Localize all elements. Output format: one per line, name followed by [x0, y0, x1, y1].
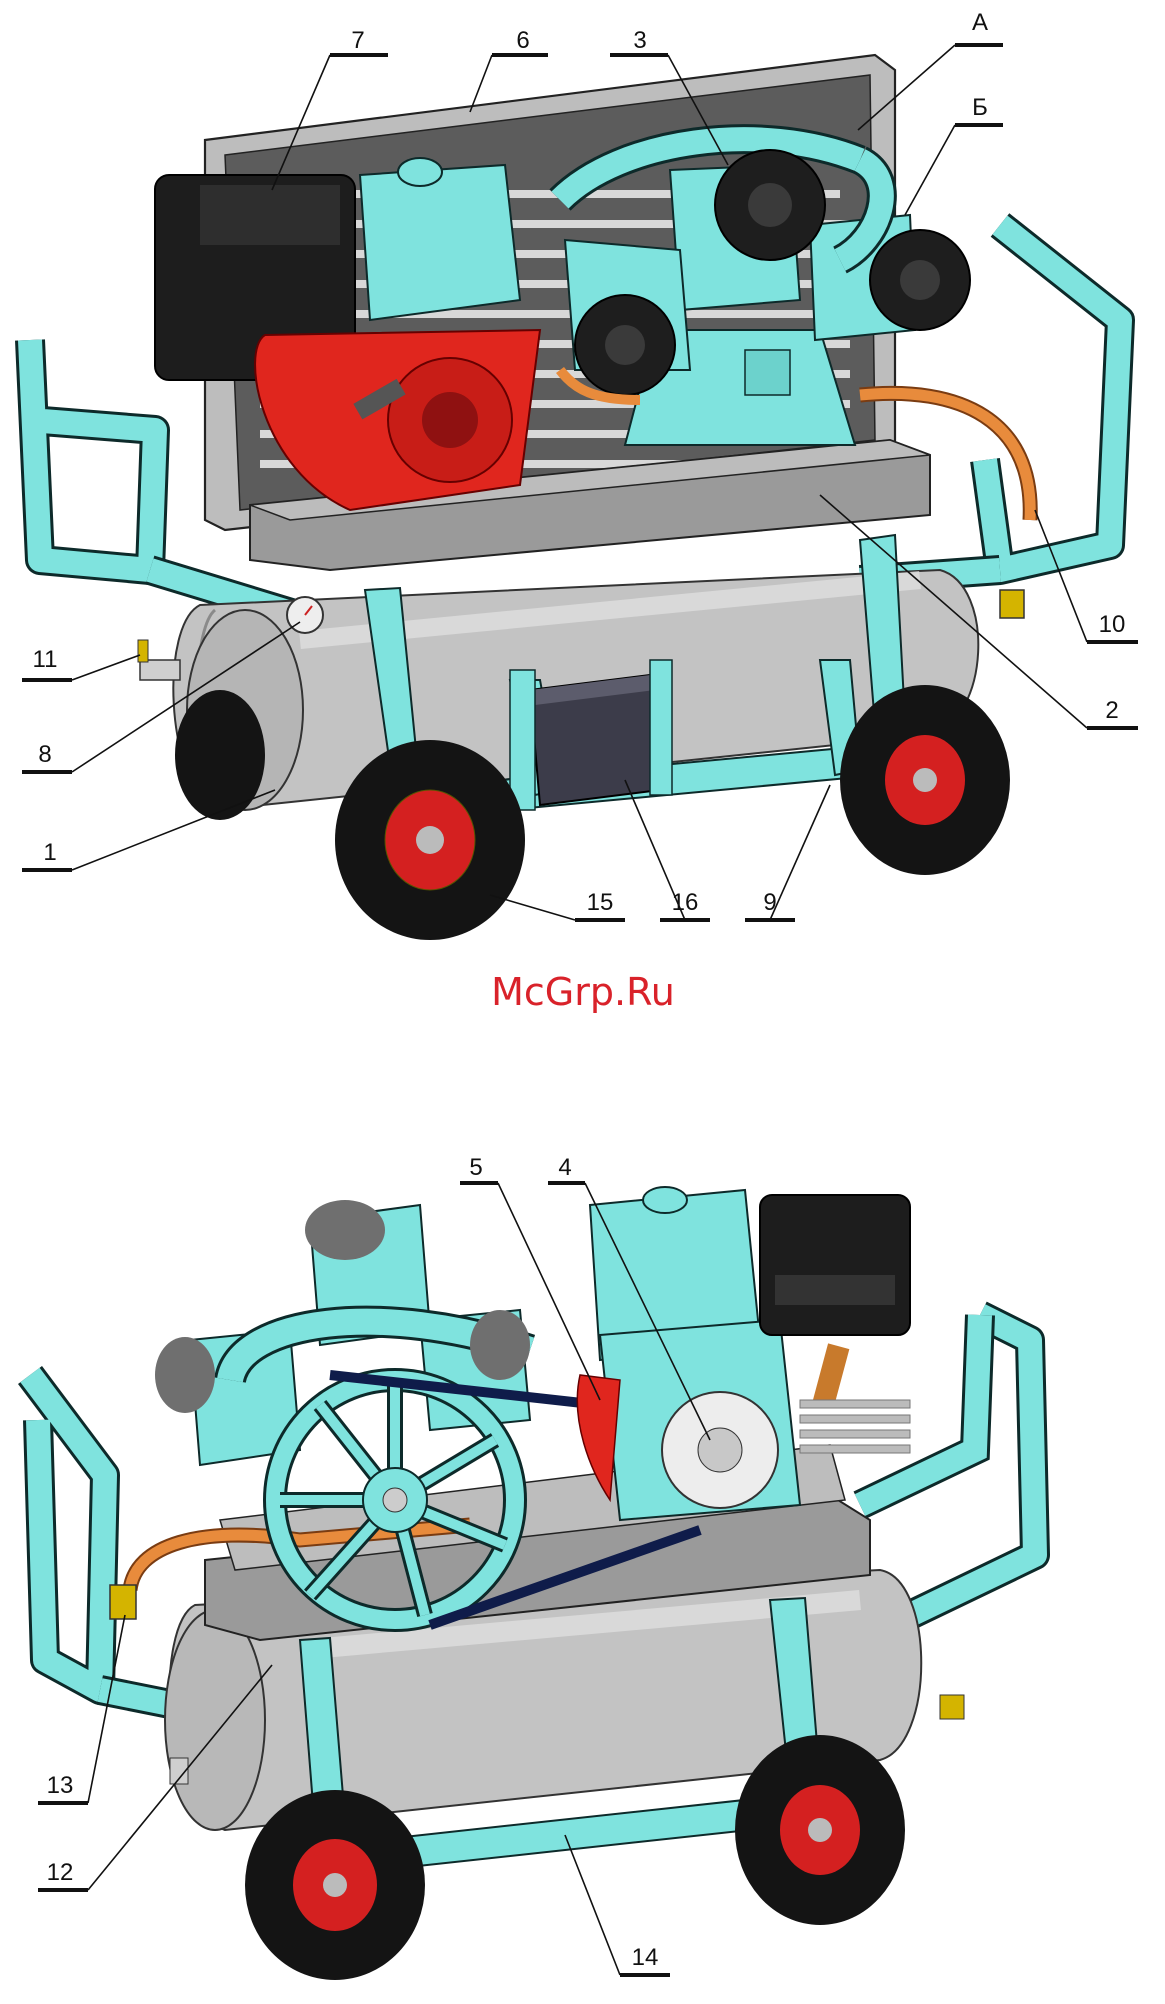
svg-text:5: 5	[469, 1154, 482, 1181]
safety-valve	[110, 1585, 136, 1619]
svg-text:1: 1	[43, 839, 56, 866]
rear-left-wheel-bottom	[245, 1790, 425, 1980]
svg-text:10: 10	[1099, 611, 1126, 638]
callout-16: 16	[625, 780, 710, 920]
svg-text:7: 7	[351, 27, 364, 54]
callout-B: Б	[905, 94, 1003, 215]
svg-text:15: 15	[587, 889, 614, 916]
svg-text:Б: Б	[972, 94, 988, 121]
rear-right-wheel-bottom	[735, 1735, 905, 1925]
svg-text:8: 8	[38, 741, 51, 768]
rear-left-wheel	[175, 690, 265, 820]
svg-text:12: 12	[47, 1859, 74, 1886]
drain-valve	[138, 640, 180, 680]
bottom-compressor-view	[30, 1187, 1035, 1980]
front-left-wheel	[335, 740, 525, 940]
top-compressor-view	[30, 55, 1120, 940]
svg-text:14: 14	[632, 1944, 659, 1971]
svg-text:А: А	[972, 9, 988, 36]
svg-text:13: 13	[47, 1772, 74, 1799]
callout-9: 9	[745, 785, 830, 920]
svg-text:3: 3	[633, 27, 646, 54]
front-right-wheel	[840, 685, 1010, 875]
svg-text:16: 16	[672, 889, 699, 916]
battery	[510, 660, 672, 810]
svg-text:11: 11	[33, 646, 58, 673]
watermark-text: McGrp.Ru	[491, 970, 675, 1014]
callout-14: 14	[565, 1835, 670, 1975]
engine-rear	[577, 1187, 910, 1520]
outlet-valve-rear	[940, 1695, 964, 1719]
svg-text:2: 2	[1105, 697, 1118, 724]
callout-15: 15	[490, 889, 625, 920]
svg-text:4: 4	[558, 1154, 571, 1181]
svg-text:6: 6	[516, 27, 529, 54]
callout-11: 11	[22, 646, 140, 680]
outlet-valve	[1000, 590, 1024, 618]
svg-text:9: 9	[763, 889, 776, 916]
